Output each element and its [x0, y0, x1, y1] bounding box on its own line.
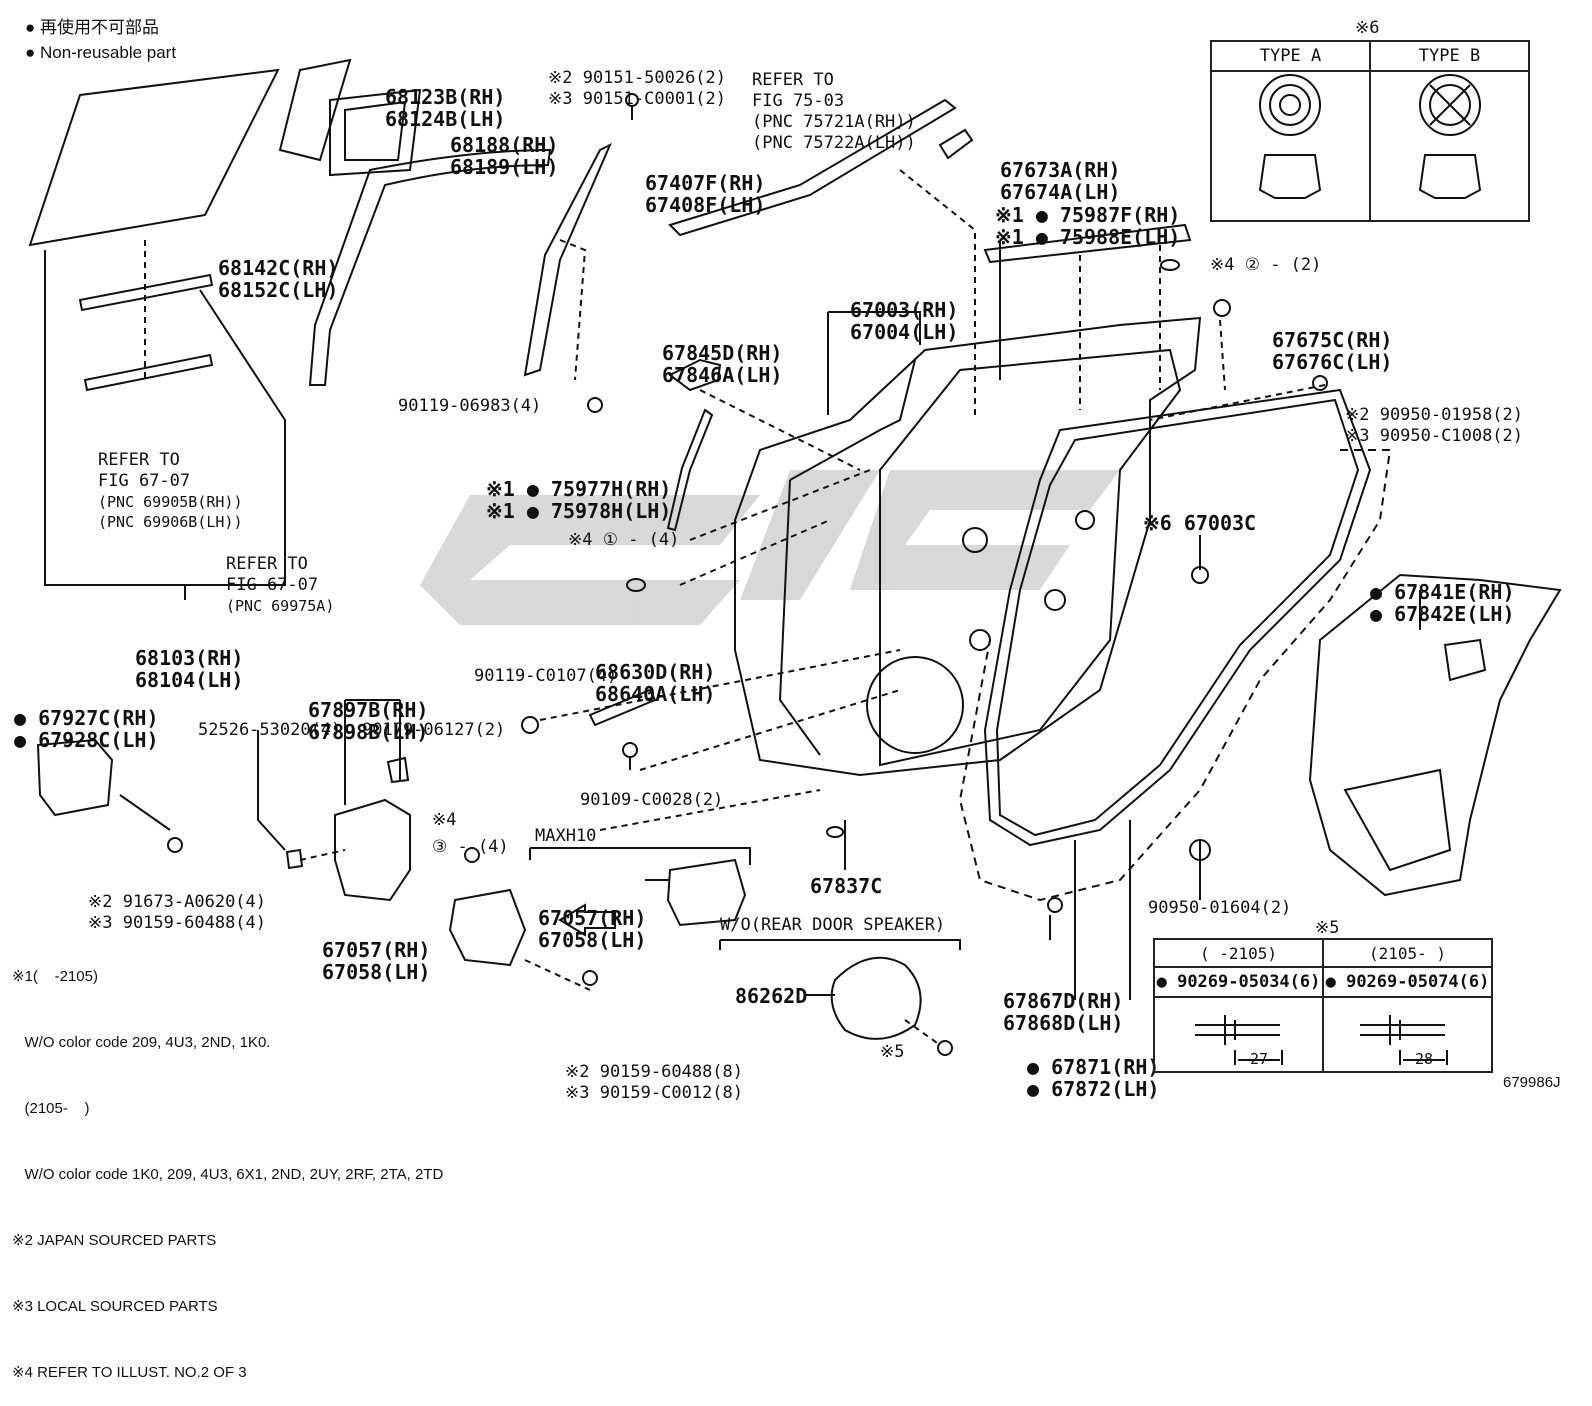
molding-clip [938, 128, 974, 160]
label-90950-a: ※2 90950-01958(2)※3 90950-C1008(2) [1345, 405, 1524, 446]
bracket-67897 [334, 798, 411, 902]
rivet-dim-27: 27 [1250, 1050, 1269, 1068]
diagram-id: 679986J [1503, 1074, 1561, 1091]
table6-mark: ※6 [1355, 18, 1380, 38]
clip-52526 [285, 848, 304, 870]
label-75987: ※1 ● 75987F(RH)※1 ● 75988E(LH) [995, 203, 1181, 249]
legend-jp: ● 再使用不可部品 [25, 18, 159, 37]
label-67003: 67003(RH)67004(LH) [850, 298, 959, 344]
cushion-67927 [36, 738, 114, 817]
label-note4-2: ※4 ② - (2) [1210, 255, 1322, 275]
glass-seal-frame [329, 88, 422, 177]
type-b-header: TYPE B [1369, 40, 1530, 72]
label-90109: 90109-C0028(2) [580, 790, 724, 810]
legend-en: ● Non-reusable part [25, 43, 177, 62]
table5-mark: ※5 [1315, 918, 1340, 938]
rivet-col1-header: ( -2105) [1153, 938, 1324, 968]
damper-67057-right [666, 858, 747, 927]
belt-weatherstrip-inner [83, 353, 214, 392]
belt-weatherstrip-outer [78, 273, 214, 312]
type-b-cell [1369, 70, 1530, 222]
belt-molding-75987 [983, 223, 1192, 264]
clip-90179 [386, 756, 410, 784]
label-90179: 90179-06127(2) [362, 720, 506, 740]
label-67927: ● 67927C(RH)● 67928C(LH) [14, 706, 159, 752]
type-a-header: TYPE A [1210, 40, 1371, 72]
label-90119-c0107: 90119-C0107(4) [474, 666, 618, 686]
label-67407: 67407F(RH)67408F(LH) [645, 171, 766, 217]
rivet-dim-28: 28 [1415, 1050, 1434, 1068]
label-67845: 67845D(RH)67846A(LH) [662, 341, 783, 387]
rear-door-panel [734, 316, 1202, 777]
label-note5: ※5 [880, 1042, 905, 1062]
label-note4-1: ※4 ① - (4) [568, 530, 680, 550]
quarter-glass [278, 58, 352, 162]
grommet-type-table: TYPE A TYPE B [1210, 40, 1530, 222]
label-91673: ※2 91673-A0620(4)※3 90159-60488(4) [88, 892, 267, 933]
label-90151: ※2 90151-50026(2)※3 90151-C0001(2) [548, 68, 727, 109]
label-67057-a: 67057(RH)67058(LH) [538, 906, 647, 952]
type-a-cell [1210, 70, 1371, 222]
label-67841: ● 67841E(RH)● 67842E(LH) [1370, 580, 1515, 626]
footnotes: ※1( -2105) W/O color code 209, 4U3, 2ND,… [12, 968, 444, 1381]
rivet-col2-drawing [1322, 996, 1493, 1073]
label-67897: 67897B(RH)67898B(LH) [308, 698, 429, 744]
door-inner-frame [879, 348, 1182, 767]
rivet-col2-part: ● 90269-05074(6) [1322, 966, 1493, 998]
retainer-68630 [588, 688, 657, 727]
rivet-table: ( -2105) (2105- ) ● 90269-05034(6) ● 902… [1153, 938, 1493, 1073]
label-67867: 67867D(RH)67868D(LH) [1003, 989, 1124, 1035]
label-maxh10: MAXH10 [535, 826, 597, 846]
door-weatherstrip [983, 388, 1372, 847]
label-90119-06983: 90119-06983(4) [398, 396, 542, 416]
speaker-hole [866, 656, 964, 754]
label-75977: ※1 ● 75977H(RH)※1 ● 75978H(LH) [486, 477, 672, 523]
arrow-left [558, 903, 616, 937]
exploded-parts-diagram [28, 58, 1562, 1065]
damper-67057-left [448, 888, 527, 967]
rear-door-glass [28, 68, 280, 247]
strip-75977 [666, 408, 714, 532]
label-67673: 67673A(RH)67674A(LH) [1000, 158, 1121, 204]
service-hole-cover [1308, 573, 1562, 897]
rivet-col2-header: (2105- ) [1322, 938, 1493, 968]
screws [167, 93, 1328, 1056]
label-68103: 68103(RH)68104(LH) [135, 646, 244, 692]
label-68188: 68188(RH)68189(LH) [450, 133, 559, 179]
door-sash [523, 142, 613, 377]
label-67003c: ※6 67003C [1143, 511, 1257, 535]
bracket-67845 [668, 358, 722, 392]
label-67837: 67837C [810, 874, 883, 898]
label-67057-b: 67057(RH)67058(LH) [322, 938, 431, 984]
run-channel [308, 148, 552, 386]
label-68630: 68630D(RH)68640A(LH) [595, 660, 716, 706]
label-67675: 67675C(RH)67676C(LH) [1272, 328, 1393, 374]
label-68142: 68142C(RH)68152C(LH) [218, 256, 339, 302]
rivet-col1-drawing [1153, 996, 1324, 1073]
label-52526: 52526-53020(4) [198, 720, 342, 740]
rivet-col1-part: ● 90269-05034(6) [1153, 966, 1324, 998]
label-90159: ※2 90159-60488(8)※3 90159-C0012(8) [565, 1062, 744, 1103]
roof-molding [668, 98, 957, 237]
label-67871: ● 67871(RH)● 67872(LH) [1027, 1055, 1160, 1101]
label-68123: 68123B(RH)68124B(LH) [385, 85, 506, 131]
label-86262: 86262D [735, 984, 808, 1008]
label-90950-b: 90950-01604(2) [1148, 898, 1292, 918]
label-wo-speaker: W/O(REAR DOOR SPEAKER) [720, 915, 946, 935]
speaker-cover-86262 [830, 956, 922, 1040]
